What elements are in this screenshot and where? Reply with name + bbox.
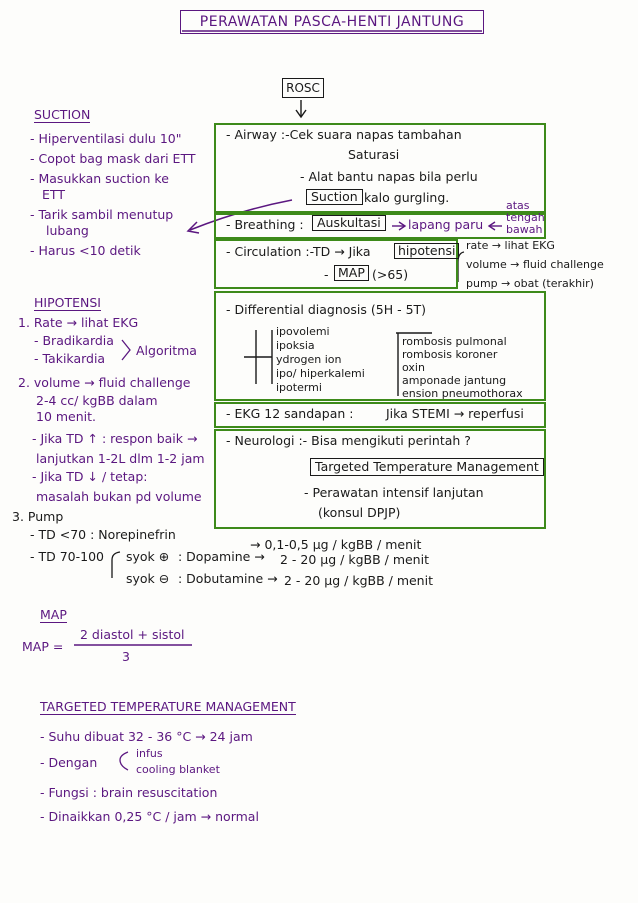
ttm-box: Targeted Temperature Management: [310, 458, 544, 476]
breathing-label: - Breathing :: [226, 217, 304, 232]
airway-label: - Airway :-Cek suara napas tambahan: [226, 127, 462, 142]
hipo-line-12: 3. Pump: [12, 509, 64, 524]
diff-t-5: ension pneumothorax: [402, 387, 523, 400]
hipo-line-4: Algoritma: [136, 343, 197, 358]
diff-h-1: ipovolemi: [276, 325, 330, 338]
suction-item-2: - Copot bag mask dari ETT: [30, 151, 196, 166]
ttm-line-4: cooling blanket: [136, 763, 220, 776]
suction-item-5: - Tarik sambil menutup: [30, 207, 174, 222]
ttm-line-1: - Suhu dibuat 32 - 36 °C → 24 jam: [40, 729, 253, 744]
hipo-line-19: syok ⊖: [126, 571, 170, 586]
breathing-tengah: tengah: [506, 211, 545, 224]
page-title: PERAWATAN PASCA-HENTI JANTUNG: [180, 10, 484, 34]
airway-saturasi: Saturasi: [348, 147, 400, 162]
hipo-line-16: syok ⊕: [126, 549, 170, 564]
hipotensi-box: hipotensi: [394, 243, 460, 259]
suction-box: Suction: [306, 189, 363, 205]
neuro-label: - Neurologi :- Bisa mengikuti perintah ?: [226, 433, 471, 448]
airway-box: [214, 123, 546, 213]
hipo-line-6: 2-4 cc/ kgBB dalam: [36, 393, 158, 408]
circ-pump: pump → obat (terakhir): [466, 277, 594, 290]
hipo-line-13: - TD <70 : Norepinefrin: [30, 527, 176, 542]
map-prefix: -: [324, 267, 329, 282]
hipo-line-15: - TD 70-100: [30, 549, 104, 564]
differential-box: [214, 291, 546, 401]
hipo-line-5: 2. volume → fluid challenge: [18, 375, 191, 390]
map-heading: MAP: [40, 607, 67, 623]
hipo-line-17: : Dopamine →: [178, 549, 265, 564]
circulation-box: [214, 239, 458, 289]
hipo-line-10: - Jika TD ↓ / tetap:: [32, 469, 148, 484]
diff-t-1: rombosis pulmonal: [402, 335, 507, 348]
ttm-line-2: - Dengan: [40, 755, 98, 770]
suction-heading: SUCTION: [34, 107, 91, 123]
map-box: MAP: [334, 265, 369, 281]
ekg-label: - EKG 12 sandapan :: [226, 406, 354, 421]
breathing-bawah: bawah: [506, 223, 543, 236]
hipo-line-21: 2 - 20 μg / kgBB / menit: [284, 573, 433, 588]
diff-t-3: oxin: [402, 361, 425, 374]
diff-t-2: rombosis koroner: [402, 348, 498, 361]
circ-volume: volume → fluid challenge: [466, 258, 604, 271]
suction-item-6: lubang: [46, 223, 89, 238]
hipo-line-20: : Dobutamine →: [178, 571, 278, 586]
differential-label: - Differential diagnosis (5H - 5T): [226, 302, 427, 317]
breathing-box: [214, 213, 546, 239]
map-lhs: MAP =: [22, 639, 64, 654]
map-numerator: 2 diastol + sistol: [80, 627, 185, 642]
circulation-label: - Circulation :-TD → Jika: [226, 244, 371, 259]
suction-item-1: - Hiperventilasi dulu 10": [30, 131, 182, 146]
suction-item-4: ETT: [42, 187, 65, 202]
airway-alat: - Alat bantu napas bila perlu: [300, 169, 478, 184]
hipo-line-1: 1. Rate → lihat EKG: [18, 315, 139, 330]
auskultasi-box: Auskultasi: [312, 215, 386, 231]
neuro-box: [214, 429, 546, 529]
breathing-atas: atas: [506, 199, 530, 212]
hipo-line-14: → 0,1-0,5 μg / kgBB / menit: [250, 537, 422, 552]
circ-rate: rate → lihat EKG: [466, 239, 555, 252]
neuro-rawat: - Perawatan intensif lanjutan: [304, 485, 484, 500]
ttm-heading: TARGETED TEMPERATURE MANAGEMENT: [40, 699, 296, 715]
diff-h-3: ydrogen ion: [276, 353, 342, 366]
breathing-after: lapang paru: [408, 217, 484, 232]
ttm-line-3: infus: [136, 747, 163, 760]
hipo-line-2: - Bradikardia: [34, 333, 114, 348]
rosc-box: ROSC: [282, 78, 324, 98]
diff-h-2: ipoksia: [276, 339, 315, 352]
hipotensi-heading: HIPOTENSI: [34, 295, 101, 311]
hipo-line-8: - Jika TD ↑ : respon baik →: [32, 431, 198, 446]
ttm-line-5: - Fungsi : brain resuscitation: [40, 785, 218, 800]
diff-h-5: ipotermi: [276, 381, 322, 394]
hipo-line-7: 10 menit.: [36, 409, 97, 424]
diff-t-4: amponade jantung: [402, 374, 507, 387]
map-denominator: 3: [122, 649, 130, 664]
map-after: (>65): [372, 267, 409, 282]
ekg-rest: Jika STEMI → reperfusi: [386, 406, 524, 421]
suction-item-7: - Harus <10 detik: [30, 243, 141, 258]
neuro-konsul: (konsul DPJP): [318, 505, 401, 520]
diff-h-4: ipo/ hiperkalemi: [276, 367, 365, 380]
hipo-line-18: 2 - 20 μg / kgBB / menit: [280, 552, 429, 567]
suction-item-3: - Masukkan suction ke: [30, 171, 169, 186]
hipo-line-3: - Takikardia: [34, 351, 106, 366]
airway-suction-rest: kalo gurgling.: [364, 190, 450, 205]
ttm-line-6: - Dinaikkan 0,25 °C / jam → normal: [40, 809, 259, 824]
ekg-box: [214, 402, 546, 428]
hipo-line-9: lanjutkan 1-2L dlm 1-2 jam: [36, 451, 205, 466]
hipo-line-11: masalah bukan pd volume: [36, 489, 202, 504]
